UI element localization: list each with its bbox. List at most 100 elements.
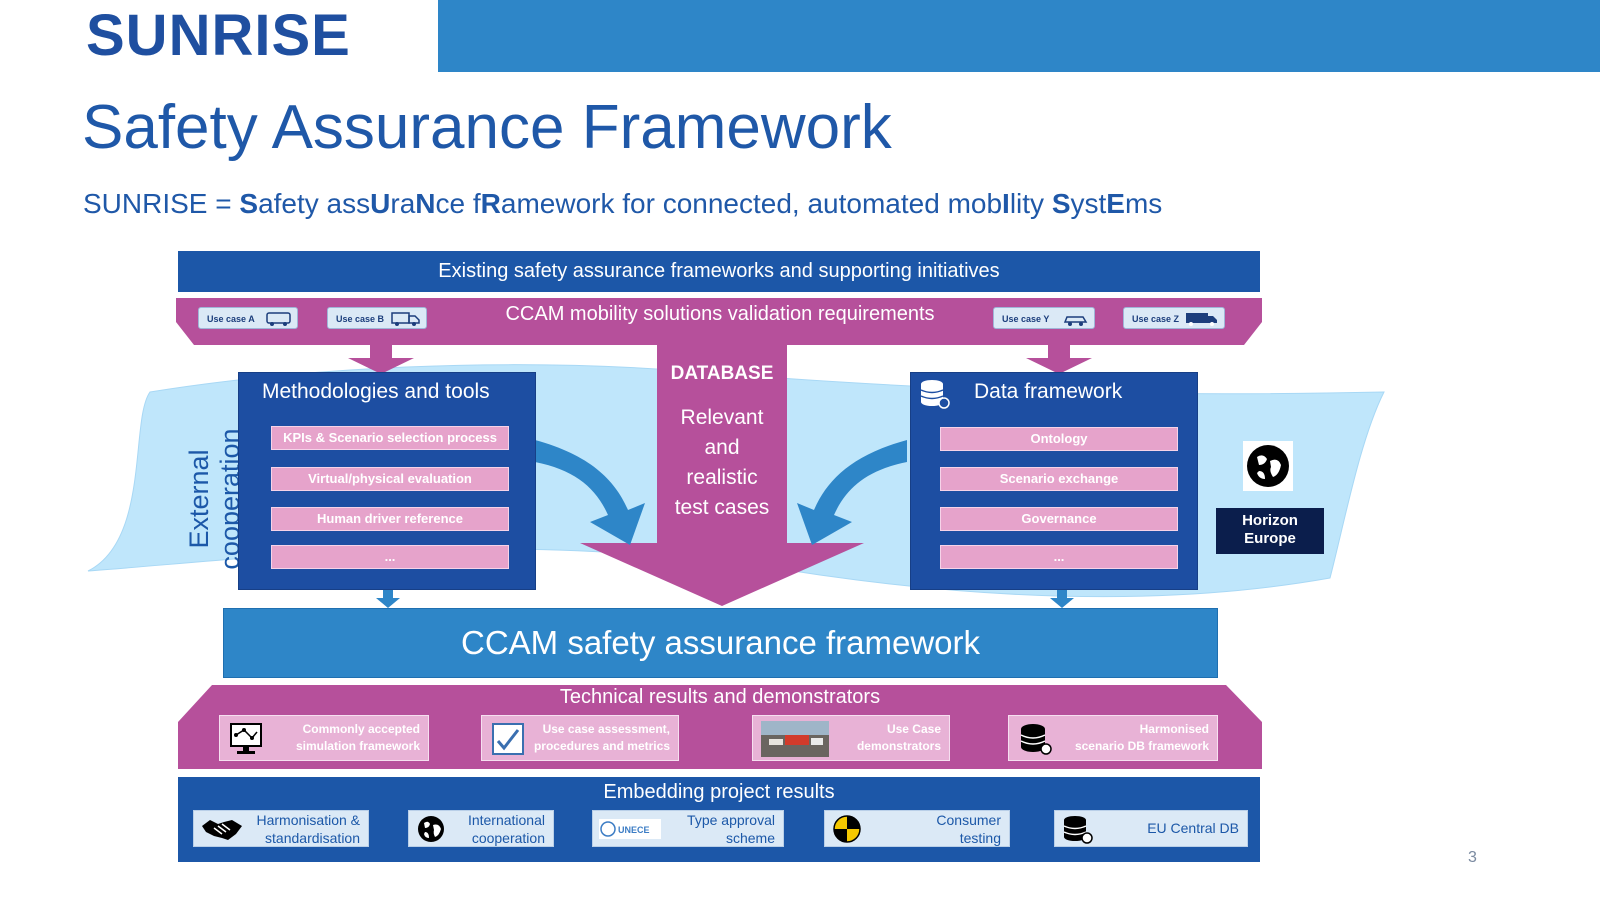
methodologies-title: Methodologies and tools	[262, 380, 490, 403]
simulation-network-icon	[230, 723, 262, 754]
methodology-item: Virtual/physical evaluation	[271, 467, 509, 491]
subtitle-fragment: SUNRISE =	[83, 188, 240, 219]
use-case-b-chip: Use case B	[327, 307, 427, 329]
data-framework-item: Ontology	[940, 427, 1178, 451]
subtitle-fragment: ra	[390, 188, 416, 219]
embedding-line: International	[467, 812, 545, 828]
external-cooperation-label: External cooperation	[184, 399, 246, 599]
truck-icon	[391, 312, 420, 326]
methodology-item: KPIs & Scenario selection process	[271, 426, 509, 450]
car-icon	[1063, 316, 1088, 326]
checklist-chart-icon	[492, 723, 524, 755]
data-framework-item: ...	[940, 545, 1178, 569]
requirements-band	[176, 298, 1262, 345]
use-case-label: Use case Z	[1132, 314, 1180, 324]
technical-results-band	[178, 685, 1262, 769]
left-curved-arrow	[535, 440, 645, 545]
globe-icon	[418, 816, 444, 842]
brand-logo-text: SUNRISE	[86, 3, 351, 68]
embedding-item: Consumer testing	[824, 810, 1010, 847]
subtitle-fragment: yst	[1070, 188, 1107, 219]
embedding-line: scheme	[725, 830, 775, 846]
subtitle-fragment: R	[480, 188, 501, 219]
subtitle-fragment: U	[370, 188, 391, 219]
embedding-item: Harmonisation & standardisation	[193, 810, 369, 847]
use-case-label: Use case A	[207, 314, 255, 324]
technical-result-item: Use case assessment, procedures and metr…	[481, 715, 679, 761]
use-case-label: Use case Y	[1002, 314, 1050, 324]
page-subtitle: SUNRISE = Safety assUraNce fRamework for…	[83, 188, 1162, 220]
database-description: Relevant and realistic test cases	[658, 403, 786, 523]
horizon-europe-line: Horizon	[1242, 512, 1298, 529]
unece-logo-text: UNECE	[618, 825, 650, 835]
page-title: Safety Assurance Framework	[82, 93, 892, 162]
data-framework-item: Scenario exchange	[940, 467, 1178, 491]
embedding-line: EU Central DB	[1147, 820, 1239, 836]
validation-requirements-label: CCAM mobility solutions validation requi…	[505, 303, 935, 325]
technical-result-line: simulation framework	[295, 739, 420, 753]
unece-logo-icon: UNECE	[599, 819, 661, 839]
technical-result-item: Commonly accepted simulation framework	[219, 715, 429, 761]
subtitle-fragment: S	[239, 188, 259, 219]
horizon-europe-line: Europe	[1244, 530, 1296, 547]
subtitle-fragment: afety ass	[258, 188, 371, 219]
technical-result-line: scenario DB framework	[1074, 739, 1209, 753]
database-label: DATABASE	[670, 363, 774, 384]
database-icon	[1063, 816, 1093, 844]
ccam-safety-assurance-framework-box: CCAM safety assurance framework	[223, 608, 1218, 678]
external-cooperation-line-1: External	[184, 449, 214, 549]
embedding-item: EU Central DB	[1054, 810, 1248, 847]
data-framework-item: Governance	[940, 507, 1178, 531]
data-framework-title: Data framework	[974, 380, 1123, 403]
technical-result-line: Use case assessment,	[542, 722, 670, 736]
embedding-item: UNECE Type approval scheme	[592, 810, 784, 847]
technical-result-line: demonstrators	[856, 739, 941, 753]
embedding-line: standardisation	[265, 830, 360, 846]
embedding-item: International cooperation	[408, 810, 554, 847]
page-number: 3	[1468, 849, 1477, 866]
subtitle-fragment: ce f	[435, 188, 481, 219]
technical-result-item: Use Case demonstrators	[752, 715, 950, 761]
embedding-line: testing	[959, 830, 1001, 846]
subtitle-fragment: E	[1106, 188, 1125, 219]
vehicle-photo-icon	[761, 721, 829, 757]
handshake-icon	[202, 820, 242, 840]
database-text-line: Relevant	[680, 406, 764, 429]
horizon-europe-logo: Horizon Europe	[1216, 508, 1324, 554]
globe-icon	[1243, 441, 1293, 491]
database-arrow	[580, 345, 864, 606]
embedding-line: Consumer	[936, 812, 1001, 828]
subtitle-fragment: amework for connected, automated mob	[500, 188, 1003, 219]
embedding-line: cooperation	[471, 830, 545, 846]
embedding-results-title: Embedding project results	[603, 781, 835, 803]
database-icon	[1020, 724, 1052, 755]
subtitle-fragment: N	[415, 188, 436, 219]
use-case-a-chip: Use case A	[198, 307, 298, 329]
database-text-line: realistic	[686, 466, 758, 489]
technical-result-line: Commonly accepted	[302, 722, 420, 736]
arrow-data-down	[1050, 590, 1074, 608]
technical-result-line: Use Case	[886, 722, 941, 736]
technical-result-item: Harmonised scenario DB framework	[1008, 715, 1218, 761]
embedding-line: Type approval	[687, 812, 775, 828]
technical-result-line: Harmonised	[1139, 722, 1209, 736]
use-case-z-chip: Use case Z	[1123, 307, 1225, 329]
subtitle-fragment: S	[1051, 188, 1071, 219]
use-case-label: Use case B	[336, 314, 385, 324]
embedding-line: Harmonisation &	[256, 812, 361, 828]
methodology-item: Human driver reference	[271, 507, 509, 531]
technical-result-line: procedures and metrics	[533, 739, 670, 753]
database-text-line: test cases	[674, 496, 770, 519]
database-text-line: and	[704, 436, 740, 459]
existing-frameworks-banner: Existing safety assurance frameworks and…	[178, 251, 1260, 292]
semi-truck-icon	[1186, 313, 1217, 326]
arrow-to-methodologies	[348, 345, 414, 374]
database-icon	[920, 380, 950, 409]
subtitle-fragment: ms	[1124, 188, 1163, 219]
arrow-methodologies-down	[376, 590, 400, 608]
methodology-item: ...	[271, 545, 509, 569]
subtitle-fragment: I	[1002, 188, 1010, 219]
technical-results-title: Technical results and demonstrators	[559, 686, 881, 708]
subtitle-fragment: lity	[1009, 188, 1052, 219]
right-curved-arrow	[797, 440, 907, 545]
